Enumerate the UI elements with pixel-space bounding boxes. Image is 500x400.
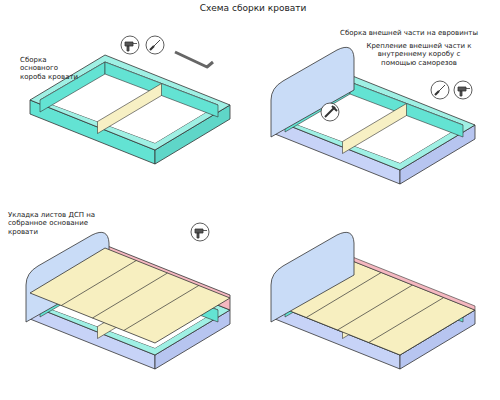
headboard xyxy=(271,232,354,322)
step-note: Сборка основного короба кровати xyxy=(20,56,80,81)
drill-icon xyxy=(454,81,472,99)
screwdriver-icon xyxy=(146,36,164,54)
hex-key xyxy=(175,52,213,67)
screw-icon xyxy=(321,103,339,121)
base-box-figure xyxy=(30,55,230,164)
step-note: Укладка листов ДСП на собранное основани… xyxy=(8,211,120,236)
finished-bed-figure xyxy=(271,232,475,369)
drill-icon xyxy=(191,223,209,241)
base-box xyxy=(30,55,230,164)
chipboard-slats xyxy=(30,248,230,343)
drill-icon xyxy=(121,36,139,54)
outer-panels-figure xyxy=(271,47,475,184)
step-note: Крепление внешней части к внутреннему ко… xyxy=(360,42,478,67)
diagram-title: Схема сборки кровати xyxy=(3,3,500,14)
screwdriver-icon xyxy=(431,81,449,99)
footboard xyxy=(350,256,475,310)
slat-laying-figure xyxy=(26,232,230,369)
step-note: Сборка внешней части на евровинты xyxy=(338,29,480,37)
headboard xyxy=(271,47,354,137)
